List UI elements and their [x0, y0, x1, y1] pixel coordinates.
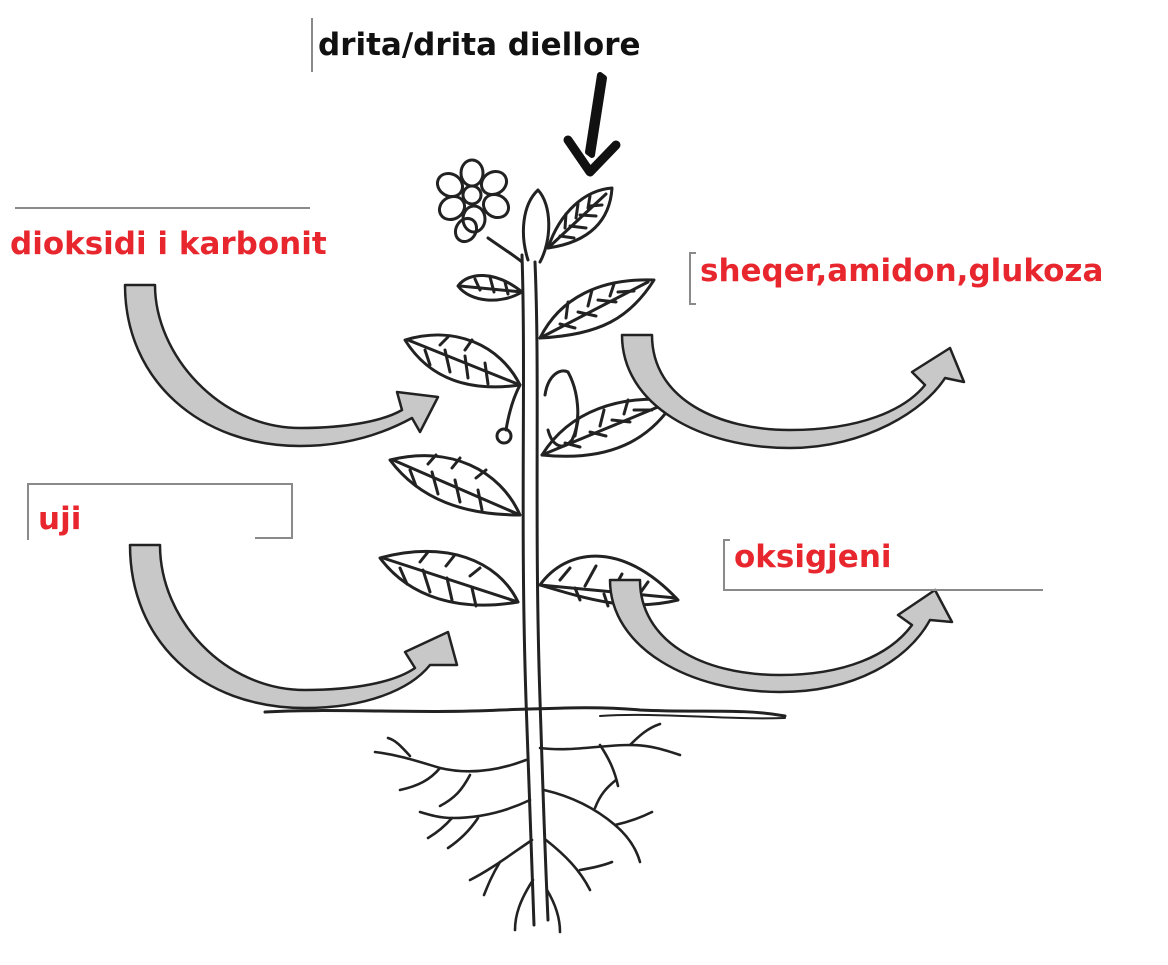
carbon-dioxide-arrow — [125, 285, 438, 446]
label-guide-lines — [15, 18, 1043, 590]
seed-pod — [545, 371, 578, 446]
sugars-label: sheqer,amidon,glukoza — [700, 253, 1103, 289]
sunlight-arrow — [568, 75, 616, 172]
leaf-upper-left-small — [458, 275, 522, 300]
water-label: uji — [38, 501, 81, 537]
stem-inner — [535, 262, 548, 920]
flower — [433, 160, 522, 262]
flower-bud — [523, 190, 548, 262]
leaf-middle-right — [542, 399, 675, 456]
light-label: drita/drita diellore — [318, 27, 641, 63]
stem — [522, 255, 534, 925]
ground-line-second — [600, 715, 785, 718]
sugars-arrow — [622, 335, 964, 448]
leaf-upper-right — [540, 280, 654, 338]
leaf-top-right — [548, 188, 612, 248]
oxygen-label: oksigjeni — [734, 539, 892, 575]
leaf-lower-left — [380, 551, 518, 606]
carbon-dioxide-label: dioksidi i karbonit — [10, 226, 327, 262]
leaf-middle-left — [390, 455, 520, 515]
water-arrow — [130, 545, 457, 708]
sugars-label-bracket — [690, 253, 696, 304]
